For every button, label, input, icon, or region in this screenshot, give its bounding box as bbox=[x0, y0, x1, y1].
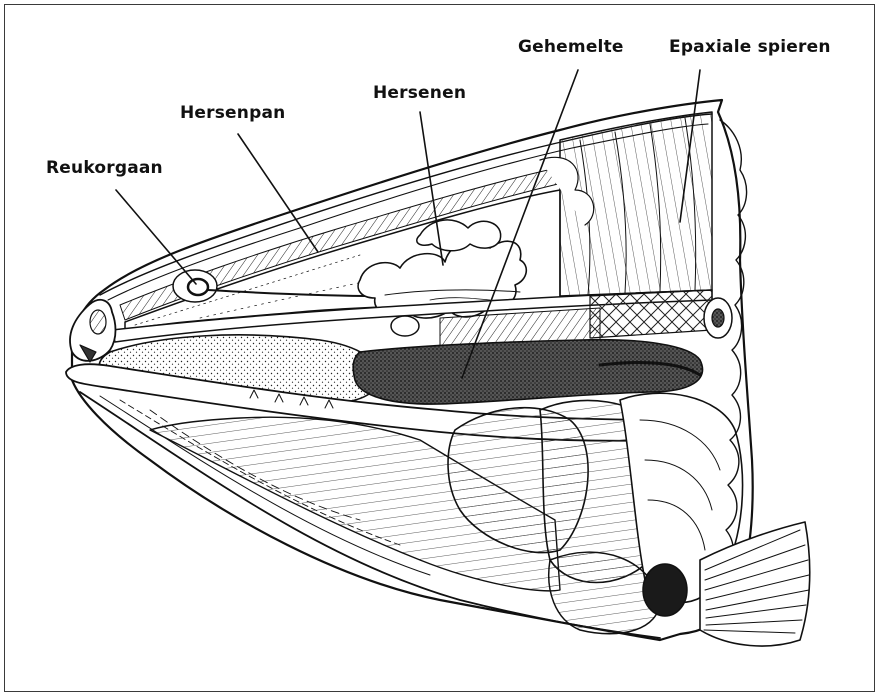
heart bbox=[643, 564, 687, 616]
epaxial-muscles bbox=[540, 112, 712, 296]
